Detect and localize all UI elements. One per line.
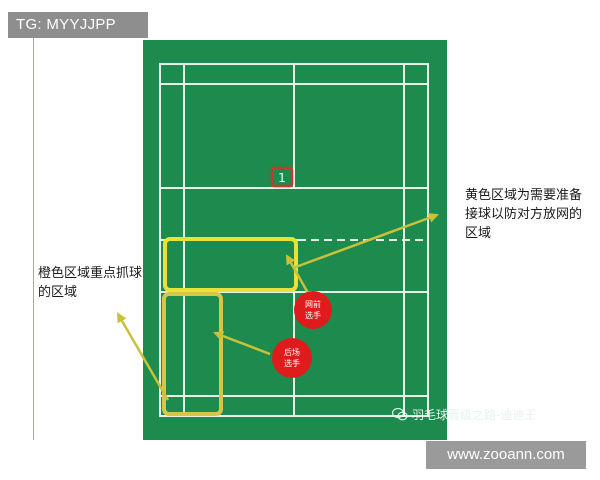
top-watermark: TG: MYYJJPP <box>8 12 148 38</box>
arrow-from-back-player <box>213 331 271 356</box>
yellow-zone-note: 黄色区域为需要准备接球以防对方放网的区域 <box>465 188 583 241</box>
credit-text: 羽毛球晋级之路-迪迪王 <box>412 408 537 422</box>
position-marker-label: 1 <box>278 171 286 185</box>
front-player-marker <box>294 291 332 329</box>
back-player-label-line1: 后场 <box>284 347 300 357</box>
orange-zone-note: 橙色区域重点抓球的区域 <box>38 266 143 300</box>
orange-zone <box>162 292 223 416</box>
arrow-to-left-note <box>116 312 170 401</box>
position-marker-box <box>270 166 294 188</box>
wechat-icon <box>392 408 408 421</box>
bottom-watermark: www.zooann.com <box>426 441 586 469</box>
front-player-label-line2: 选手 <box>305 310 321 320</box>
yellow-zone <box>163 237 298 292</box>
back-player-label-line2: 选手 <box>284 358 300 368</box>
arrow-to-right-note <box>292 213 439 270</box>
back-player-marker <box>272 338 312 378</box>
left-border-line <box>33 38 34 440</box>
front-player-label-line1: 网前 <box>305 299 321 309</box>
credit-line: 羽毛球晋级之路-迪迪王 <box>392 406 536 423</box>
